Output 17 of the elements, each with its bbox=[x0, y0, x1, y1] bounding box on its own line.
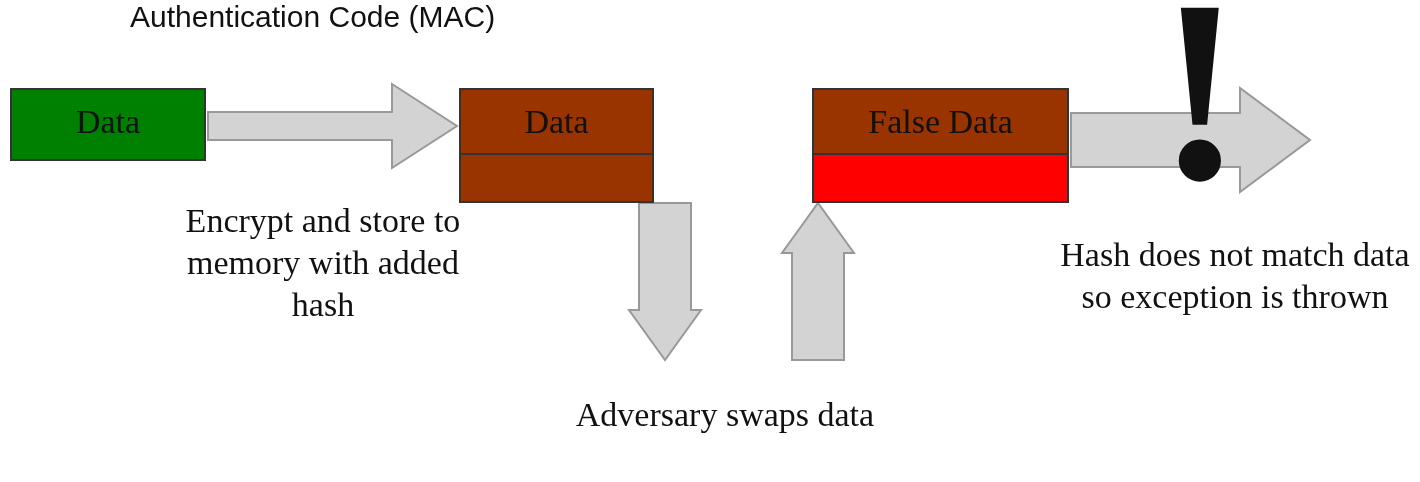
block-arrow bbox=[780, 201, 856, 361]
box-label: Data bbox=[74, 102, 142, 142]
exclamation-mark: ! bbox=[1155, 0, 1245, 220]
note: Hash does not match data so exception is thrown bbox=[1059, 235, 1411, 317]
note: Adversary swaps data bbox=[575, 395, 875, 435]
edge-label: Encrypt and store to memory with added hash bbox=[184, 201, 462, 325]
title: Authentication Code (MAC) bbox=[130, 0, 496, 34]
data-box bbox=[812, 88, 1069, 201]
box-label: False Data bbox=[867, 102, 1014, 142]
hash-section bbox=[812, 153, 1069, 203]
data-box bbox=[459, 88, 654, 201]
block-arrow bbox=[1070, 86, 1312, 194]
box-label: Data bbox=[523, 102, 590, 142]
block-arrow bbox=[627, 202, 703, 362]
block-arrow bbox=[207, 82, 459, 170]
hash-section bbox=[459, 153, 654, 203]
data-box bbox=[10, 88, 206, 161]
